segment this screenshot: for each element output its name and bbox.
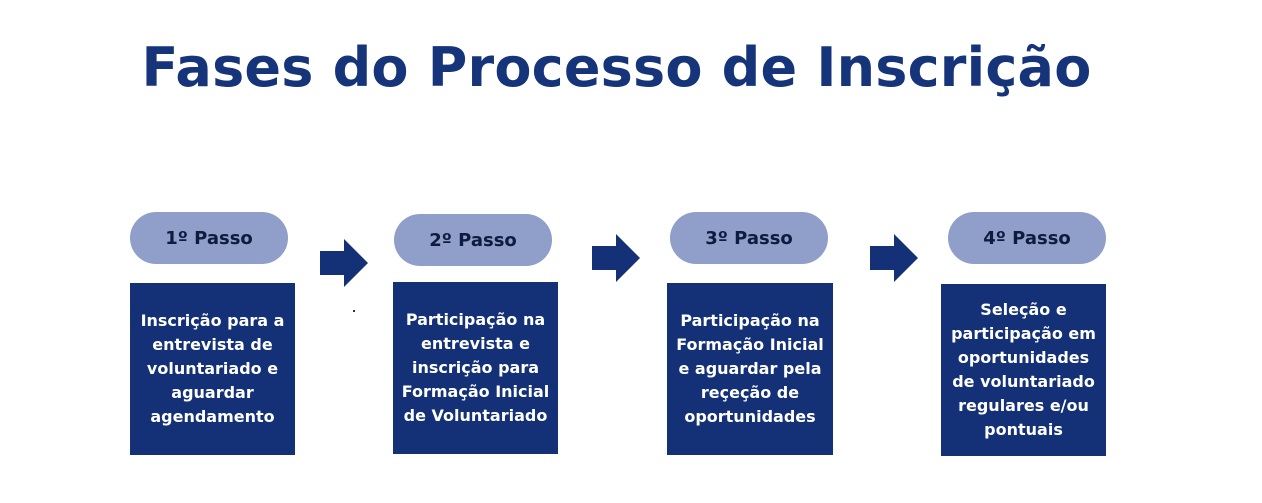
step-3-text: Participação na Formação Inicial e aguar…	[676, 311, 824, 426]
diagram-title: Fases do Processo de Inscrição	[141, 36, 1092, 99]
step-4-description: Seleção e participação em oportunidades …	[941, 284, 1106, 456]
step-3-description: Participação na Formação Inicial e aguar…	[667, 283, 833, 455]
step-2-label: 2º Passo	[394, 214, 552, 266]
arrow-right-icon	[320, 239, 368, 287]
stray-dot	[353, 310, 355, 312]
arrow-right-icon	[870, 234, 918, 282]
step-2-description: Participação na entrevista e inscrição p…	[393, 282, 558, 454]
step-1-description: Inscrição para a entrevista de voluntari…	[130, 283, 295, 455]
step-3-label: 3º Passo	[670, 212, 828, 264]
step-1-text: Inscrição para a entrevista de voluntari…	[140, 311, 285, 426]
step-4-label: 4º Passo	[948, 212, 1106, 264]
step-4-text: Seleção e participação em oportunidades …	[951, 300, 1096, 439]
stray-dot	[826, 313, 828, 315]
arrow-right-icon	[592, 234, 640, 282]
step-2-text: Participação na entrevista e inscrição p…	[401, 310, 550, 425]
step-1-label: 1º Passo	[130, 212, 288, 264]
